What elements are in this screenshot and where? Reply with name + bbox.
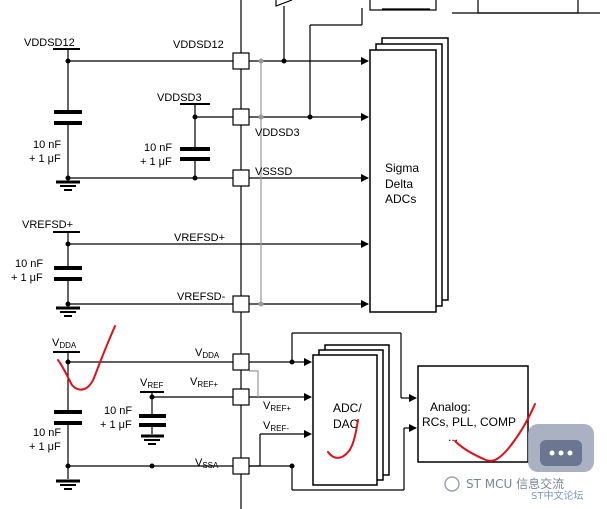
adcdac-block-stack — [312, 344, 390, 486]
vssa-pin-label: VSSA — [195, 457, 219, 470]
vrefsd-plus-left-label: VREFSD+ — [22, 219, 73, 231]
vref-left-label: VREF — [140, 377, 163, 390]
sd-pin-boxes — [232, 52, 250, 313]
vsssd-pin-label: VSSSD — [255, 166, 292, 178]
analog-wiring — [68, 332, 417, 491]
analog-label-3: ... — [448, 430, 458, 444]
watermark-brand: ST MCU 信息交流 — [466, 476, 564, 491]
capacitor-5-label-2: + 1 μF — [100, 419, 132, 431]
analog-label-1: Analog: — [430, 400, 471, 414]
vdda-left-label: VDDA — [52, 337, 77, 350]
vddsd3-left-label: VDDSD3 — [157, 92, 202, 104]
watermark: ST MCU 信息交流 ST中文论坛 — [444, 424, 594, 502]
vddsd12-left-label: VDDSD12 — [24, 37, 75, 49]
sdadc-label-1: Sigma — [385, 161, 419, 175]
capacitor-4 — [53, 351, 82, 490]
capacitor-3-label-2: + 1 μF — [11, 272, 43, 284]
capacitor-4-label-1: 10 nF — [33, 427, 61, 439]
capacitor-3-label-1: 10 nF — [15, 258, 43, 270]
vref-grey-link — [249, 370, 259, 397]
vref-minus-block-label: VREF- — [263, 420, 289, 433]
capacitor-5-label-1: 10 nF — [104, 405, 132, 417]
grey-junctions — [258, 58, 264, 307]
sdadc-label-3: ADCs — [385, 192, 416, 206]
vref-plus-pin-label: VREF+ — [190, 376, 218, 389]
adcdac-label-2: DAC — [333, 417, 359, 431]
sdadc-label-2: Delta — [385, 177, 413, 191]
capacitor-2-label-1: 10 nF — [144, 142, 172, 154]
vref-plus-block-label: VREF+ — [263, 400, 291, 413]
capacitor-2-label-2: + 1 μF — [140, 156, 172, 168]
capacitor-5 — [139, 391, 166, 445]
capacitor-2 — [180, 103, 210, 178]
top-partial-elements — [275, 0, 600, 14]
vrefsd-plus-pin-label: VREFSD+ — [174, 232, 225, 244]
capacitor-1-label-2: + 1 μF — [29, 153, 61, 165]
capacitor-1 — [53, 48, 82, 191]
sdadc-block-stack — [369, 37, 449, 313]
analog-junctions — [65, 359, 295, 469]
adcdac-label-1: ADC/ — [333, 401, 362, 415]
vdda-pin-label: VDDA — [195, 347, 220, 360]
vrefsd-minus-pin-label: VREFSD- — [177, 291, 226, 303]
capacitor-3 — [53, 231, 82, 317]
capacitor-4-label-2: + 1 μF — [29, 441, 61, 453]
red-annotations — [57, 325, 536, 462]
capacitor-1-label-1: 10 nF — [33, 139, 61, 151]
analog-pin-boxes — [232, 353, 250, 475]
watermark-site: ST中文论坛 — [531, 489, 583, 502]
vddsd12-pin-label: VDDSD12 — [173, 39, 224, 51]
analog-label-2: RCs, PLL, COMP — [422, 415, 516, 429]
vddsd3-pin-label: VDDSD3 — [255, 127, 300, 139]
analog-block — [417, 365, 529, 463]
